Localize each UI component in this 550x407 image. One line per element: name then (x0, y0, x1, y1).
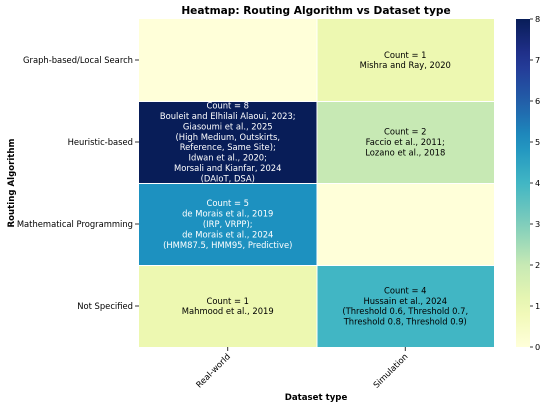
cell-annotation-line: Faccio et al., 2011; (366, 137, 445, 147)
y-tick-label: Heuristic-based (68, 137, 133, 147)
cell-annotation-line: Count = 1 (384, 50, 427, 60)
cell-annotation-line: Reference, Same Site); (180, 142, 276, 152)
x-axis-title: Dataset type (285, 393, 348, 403)
cell-annotation-line: Hussain et al., 2024 (363, 296, 447, 306)
cell-annotation-line: Count = 4 (384, 285, 427, 295)
heatmap-cell (139, 184, 317, 265)
colorbar (516, 19, 530, 347)
heatmap-cell (317, 266, 494, 347)
cell-annotation-line: (Threshold 0.6, Threshold 0.7, (342, 306, 468, 316)
colorbar-tick-label: 6 (535, 96, 540, 106)
cell-annotation-line: Count = 5 (206, 198, 249, 208)
cell-annotation-line: (High Medium, Outskirts, (176, 132, 280, 142)
y-tick-label: Mathematical Programming (17, 219, 133, 229)
chart-title: Heatmap: Routing Algorithm vs Dataset ty… (181, 5, 450, 17)
cell-annotation-line: (IRP, VRPP); (203, 219, 253, 229)
y-tick-label: Not Specified (77, 301, 133, 311)
y-tick-label: Graph-based/Local Search (23, 55, 133, 65)
colorbar-tick-label: 8 (535, 14, 540, 24)
cell-annotation-line: Threshold 0.8, Threshold 0.9) (343, 317, 467, 327)
cell-annotation-line: Giasoumi et al., 2025 (183, 121, 273, 131)
cell-annotation-line: Count = 1 (206, 296, 249, 306)
cell-annotation-line: Count = 2 (384, 127, 427, 137)
cell-annotation-line: Lozano et al., 2018 (365, 147, 445, 157)
cell-annotation-line: Count = 8 (206, 101, 249, 111)
y-tick-labels: Graph-based/Local SearchHeuristic-basedM… (17, 55, 139, 311)
cell-annotation-line: Bouleit and Elhilali Alaoui, 2023; (160, 111, 296, 121)
cell-annotation-line: (HMM87.5, HMM95, Predictive) (163, 240, 292, 250)
heatmap-cell (317, 19, 494, 101)
colorbar-tick-label: 1 (535, 301, 540, 311)
cell-annotation-line: de Morais et al., 2024 (182, 229, 273, 239)
heatmap-cell (139, 266, 317, 347)
x-tick-labels: Real-world Simulation (194, 347, 410, 390)
cell-annotation-line: Mishra and Ray, 2020 (360, 60, 451, 70)
colorbar-tick-label: 5 (535, 137, 540, 147)
colorbar-tick-label: 2 (535, 260, 540, 270)
colorbar-tick-label: 7 (535, 55, 540, 65)
x-tick-label: Real-world (194, 351, 232, 389)
x-tick-label: Simulation (371, 351, 410, 390)
cell-annotation-line: de Morais et al., 2019 (182, 209, 273, 219)
cell-annotation-line: (DAIoT, DSA) (201, 173, 255, 183)
heatmap-cell (139, 102, 317, 183)
y-axis-title: Routing Algorithm (7, 138, 17, 227)
colorbar-tick-label: 3 (535, 219, 540, 229)
heatmap-cell (139, 19, 317, 101)
cell-annotation-line: Mahmood et al., 2019 (182, 306, 274, 316)
heatmap-cell (317, 102, 494, 183)
cell-annotation-line: Morsali and Kianfar, 2024 (174, 163, 281, 173)
heatmap-cell (317, 184, 494, 265)
cell-annotation-line: Idwan et al., 2020; (189, 153, 267, 163)
colorbar-tick-label: 4 (535, 178, 540, 188)
colorbar-tick-label: 0 (535, 342, 540, 352)
colorbar-ticks: 0 1 2 3 4 5 6 7 8 (530, 14, 540, 352)
